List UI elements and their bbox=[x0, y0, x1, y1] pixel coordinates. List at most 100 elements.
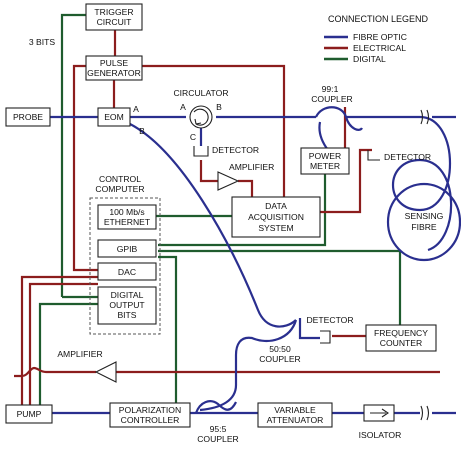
pulse-generator-frame bbox=[85, 55, 143, 81]
digital-output-line2: OUTPUT bbox=[109, 300, 145, 310]
pulse-generator-line1: PULSE bbox=[100, 58, 128, 68]
coupler-50-50: 50:50 COUPLER bbox=[259, 344, 301, 364]
digital-gpib-to-polarization bbox=[158, 255, 178, 405]
coupler-50-50-word: COUPLER bbox=[259, 354, 301, 364]
digital-output-frame bbox=[97, 286, 157, 325]
gpib-frame bbox=[97, 239, 157, 258]
frequency-counter-line1: FREQUENCY bbox=[374, 328, 428, 338]
detector-mid-icon bbox=[320, 330, 331, 344]
elec-daq-to-right bbox=[320, 148, 372, 214]
digital-output-line3: BITS bbox=[117, 310, 136, 320]
control-computer-line2: COMPUTER bbox=[95, 184, 144, 194]
legend-title: CONNECTION LEGEND bbox=[328, 14, 429, 24]
variable-attenuator-line1: VARIABLE bbox=[274, 405, 316, 415]
fibre-50-to-detector bbox=[298, 318, 320, 340]
data-acquisition-line2: ACQUISITION bbox=[248, 212, 304, 222]
break-mark-bottom bbox=[420, 405, 430, 421]
elec-pulse-to-dac bbox=[72, 64, 98, 272]
legend-label-fibre: FIBRE OPTIC bbox=[353, 32, 407, 42]
coupler-99-1-ratio: 99:1 bbox=[322, 84, 339, 94]
circulator-symbol: CIRCULATOR A B C bbox=[173, 88, 228, 142]
circulator-port-c: C bbox=[190, 132, 196, 142]
frequency-counter-box: FREQUENCY COUNTER bbox=[365, 324, 437, 352]
frequency-counter-frame bbox=[365, 324, 437, 352]
fibre-optic-paths bbox=[50, 106, 456, 415]
polarization-controller-line2: CONTROLLER bbox=[121, 415, 180, 425]
isolator-arrow-icon bbox=[370, 408, 389, 418]
isolator: ISOLATOR bbox=[359, 404, 401, 440]
sensing-fibre-coil bbox=[386, 182, 461, 262]
elec-dac-to-pump-2 bbox=[28, 282, 98, 405]
ethernet-line1: 100 Mb/s bbox=[109, 207, 144, 217]
pulse-generator-line2: GENERATOR bbox=[87, 68, 141, 78]
coupler-95-5-ratio: 95:5 bbox=[210, 424, 227, 434]
amplifier-circulator: AMPLIFIER bbox=[217, 162, 274, 191]
pump-label: PUMP bbox=[17, 409, 42, 419]
digital-output-line1: DIGITAL bbox=[111, 290, 144, 300]
trigger-circuit-frame bbox=[85, 3, 143, 31]
bits-label: 3 BITS bbox=[29, 37, 56, 47]
dac-label: DAC bbox=[118, 267, 136, 277]
control-computer-line1: CONTROL bbox=[99, 174, 141, 184]
probe-box: PROBE bbox=[5, 107, 51, 127]
power-meter-line2: METER bbox=[310, 161, 340, 171]
fibre-sensing-loop bbox=[391, 115, 453, 252]
circulator-label: CIRCULATOR bbox=[173, 88, 228, 98]
digital-gpib-to-counter bbox=[158, 249, 402, 325]
eom-box: EOM bbox=[97, 107, 131, 127]
probe-label: PROBE bbox=[13, 112, 43, 122]
data-acquisition-line3: SYSTEM bbox=[258, 223, 293, 233]
pulse-generator-box: PULSE GENERATOR bbox=[85, 55, 143, 81]
circulator-port-a: A bbox=[180, 102, 186, 112]
circulator-ring bbox=[189, 105, 213, 129]
detector-circulator: DETECTOR bbox=[193, 145, 259, 157]
break-mark-top bbox=[420, 109, 430, 125]
variable-attenuator-line2: ATTENUATOR bbox=[267, 415, 324, 425]
elec-detector-to-amp bbox=[199, 160, 218, 183]
elec-dac-to-pump bbox=[20, 275, 98, 405]
variable-attenuator-box: VARIABLE ATTENUATOR bbox=[257, 402, 333, 428]
elec-amp-to-left bbox=[14, 366, 96, 378]
sensing-fibre-line2: FIBRE bbox=[411, 222, 437, 232]
polarization-controller-frame bbox=[109, 402, 191, 428]
eom-frame bbox=[97, 107, 131, 127]
coupler-50-50-ratio: 50:50 bbox=[269, 344, 291, 354]
detector-circulator-icon bbox=[193, 146, 209, 157]
amplifier-low-triangle-icon bbox=[94, 361, 117, 383]
coupler-99-1-word: COUPLER bbox=[311, 94, 353, 104]
variable-attenuator-frame bbox=[257, 402, 333, 428]
amplifier-circulator-label: AMPLIFIER bbox=[229, 162, 274, 172]
fibre-coupler-to-powermeter bbox=[318, 121, 329, 151]
polarization-controller-box: POLARIZATION CONTROLLER bbox=[109, 402, 191, 428]
eom-port-b: B bbox=[139, 126, 145, 136]
control-computer-outline bbox=[89, 197, 161, 335]
ethernet-line2: ETHERNET bbox=[104, 217, 151, 227]
elec-pulse-to-daq bbox=[142, 64, 286, 197]
data-acquisition-line1: DATA bbox=[265, 201, 287, 211]
trigger-circuit-line2: CIRCUIT bbox=[97, 17, 133, 27]
fibre-coupler-95-loop bbox=[194, 400, 237, 414]
fibre-coupler-50-loop bbox=[199, 319, 298, 412]
frequency-counter-line2: COUNTER bbox=[380, 338, 423, 348]
elec-amp-to-daq bbox=[238, 179, 254, 197]
fibre-coupler-99-loop bbox=[315, 106, 363, 131]
data-acquisition-box: DATA ACQUISITION SYSTEM bbox=[231, 196, 321, 238]
ethernet-frame bbox=[97, 204, 157, 230]
connection-legend: CONNECTION LEGEND FIBRE OPTIC ELECTRICAL… bbox=[324, 14, 429, 64]
amplifier-low-label: AMPLIFIER bbox=[57, 349, 102, 359]
pump-box: PUMP bbox=[5, 404, 53, 424]
dac-frame bbox=[97, 262, 157, 281]
coupler-95-5-word: COUPLER bbox=[197, 434, 239, 444]
sensing-fibre-line1: SENSING bbox=[405, 211, 444, 221]
control-computer-group: CONTROL COMPUTER 100 Mb/s ETHERNET GPIB … bbox=[89, 174, 161, 335]
eom-port-a: A bbox=[133, 104, 139, 114]
legend-label-digital: DIGITAL bbox=[353, 54, 386, 64]
gpib-label: GPIB bbox=[117, 244, 138, 254]
detector-right-label: DETECTOR bbox=[384, 152, 431, 162]
pump-frame bbox=[5, 404, 53, 424]
circulator-arrow-icon bbox=[193, 108, 209, 126]
sensing-fibre-box: SENSING FIBRE bbox=[386, 182, 461, 262]
probe-frame bbox=[5, 107, 51, 127]
detector-circulator-label: DETECTOR bbox=[212, 145, 259, 155]
